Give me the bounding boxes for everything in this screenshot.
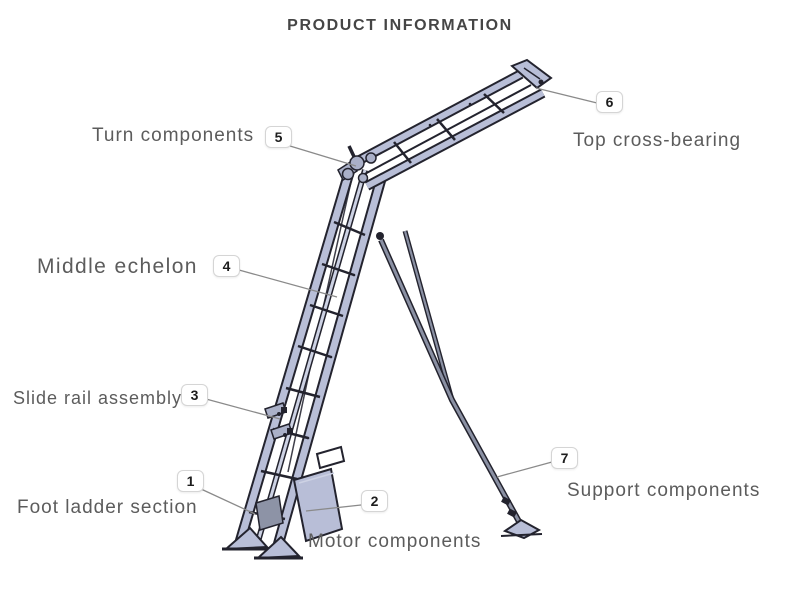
- support-components-drawing: [376, 230, 543, 540]
- top-section-drawing: [349, 69, 546, 191]
- label-foot-ladder-section: Foot ladder section: [17, 497, 198, 518]
- leader-line-2: [305, 504, 362, 512]
- ladder-rails-drawing: [234, 164, 387, 551]
- label-top-cross-bearing: Top cross-bearing: [573, 130, 742, 151]
- motor-components-drawing: [255, 445, 346, 543]
- leader-lines: [200, 87, 598, 515]
- badge-5: 5: [265, 126, 292, 148]
- foot-ladder-drawing: [222, 526, 303, 560]
- badge-3: 3: [181, 384, 208, 406]
- label-support-components: Support components: [567, 480, 761, 501]
- label-middle-echelon: Middle echelon: [37, 255, 198, 278]
- badge-7: 7: [551, 447, 578, 469]
- label-slide-rail-assembly: Slide rail assembly: [13, 388, 183, 408]
- leader-line-3: [205, 398, 281, 420]
- badge-1: 1: [177, 470, 204, 492]
- leader-line-6: [535, 87, 598, 104]
- slide-rail-assembly-drawing: [264, 402, 293, 440]
- leader-line-5: [289, 145, 357, 167]
- badge-6: 6: [596, 91, 623, 113]
- turn-components-drawing: [337, 145, 377, 184]
- leader-line-7: [496, 461, 553, 478]
- label-turn-components: Turn components: [92, 125, 255, 146]
- label-motor-components: Motor components: [308, 531, 482, 552]
- badge-2: 2: [361, 490, 388, 512]
- leader-line-1: [200, 488, 256, 515]
- badge-4: 4: [213, 255, 240, 277]
- page-title: PRODUCT INFORMATION: [287, 17, 513, 34]
- leader-line-4: [238, 269, 338, 298]
- top-cross-bearing-drawing: [510, 58, 553, 90]
